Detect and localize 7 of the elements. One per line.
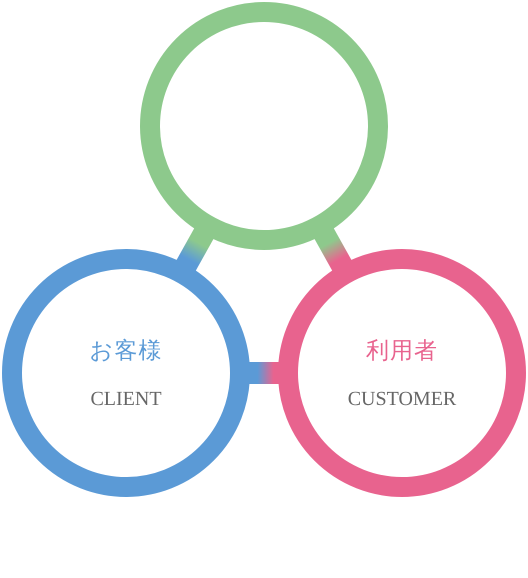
node-heading: お客様: [90, 337, 162, 365]
node-subtitle: CUSTOMER: [348, 388, 456, 411]
node-heading: 利用者: [366, 337, 438, 365]
connector-bridge: [176, 227, 214, 272]
connector-bridge: [248, 362, 280, 384]
connector-bridge: [314, 227, 352, 272]
node-subtitle: CLIENT: [90, 388, 162, 411]
